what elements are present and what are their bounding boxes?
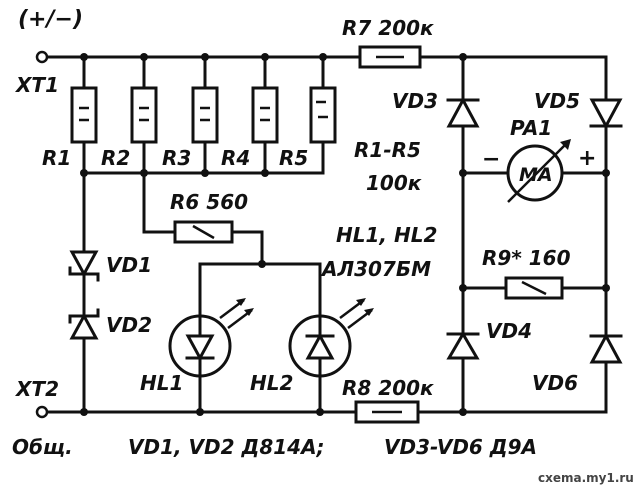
junction-dot — [140, 169, 148, 177]
led-type-label: АЛ307БМ — [320, 257, 431, 281]
junction-dot — [201, 53, 209, 61]
pa1-label: PA1 — [510, 116, 552, 140]
hl2-label: HL2 — [250, 371, 293, 395]
hl1-label: HL1 — [140, 371, 183, 395]
r5-label: R5 — [279, 146, 308, 170]
vd4-label: VD4 — [486, 319, 532, 343]
polarity-label: (+/−) — [18, 7, 83, 32]
adjustable-arrow-icon — [507, 142, 568, 203]
resistor-r7 — [358, 45, 422, 69]
resistor-r5 — [309, 86, 337, 144]
note-vd1-vd2: VD1, VD2 Д814А; — [128, 435, 325, 459]
meter-minus-label: − — [482, 147, 500, 172]
diode-vd6 — [589, 332, 623, 364]
vd1-label: VD1 — [106, 253, 152, 277]
vd2-label: VD2 — [106, 313, 152, 337]
note-vd3-vd6: VD3-VD6 Д9А — [384, 435, 537, 459]
junction-dot — [459, 53, 467, 61]
diode-vd4 — [446, 331, 480, 360]
meter-unit-label: MA — [519, 164, 553, 186]
junction-dot — [261, 169, 269, 177]
watermark: cxema.my1.ru — [538, 471, 634, 485]
resistor-r2 — [130, 86, 158, 144]
junction-dot — [201, 169, 209, 177]
junction-dot — [258, 260, 266, 268]
common-label: Общ. — [12, 435, 73, 459]
resistor-r6 — [173, 220, 234, 244]
r9-label: R9* 160 — [482, 246, 571, 270]
led-group-label: HL1, HL2 — [336, 223, 437, 247]
r8-label: R8 200к — [342, 376, 434, 400]
resistor-r3 — [191, 86, 219, 144]
vd5-label: VD5 — [534, 89, 580, 113]
junction-dot — [80, 169, 88, 177]
meter-plus-label: + — [578, 146, 596, 171]
led-hl2 — [288, 298, 374, 378]
zener-diode-vd2 — [68, 308, 100, 340]
vd3-label: VD3 — [392, 89, 438, 113]
diode-vd5 — [589, 98, 623, 130]
junction-dot — [261, 53, 269, 61]
vd6-label: VD6 — [532, 371, 578, 395]
r6-label: R6 560 — [170, 190, 248, 214]
terminal-xt2 — [35, 405, 49, 419]
resistor-r9 — [504, 276, 564, 300]
r1-r5-value-label: 100к — [366, 171, 422, 195]
junction-dot — [602, 284, 610, 292]
resistor-bank — [70, 86, 337, 144]
light-emission-arrows-icon — [339, 298, 374, 329]
zener-diode-vd1 — [68, 250, 100, 282]
resistor-r8 — [354, 400, 420, 424]
junction-dot — [459, 284, 467, 292]
r4-label: R4 — [221, 146, 250, 170]
r2-label: R2 — [101, 146, 130, 170]
resistor-r4 — [251, 86, 279, 144]
light-emission-arrows-icon — [219, 298, 254, 329]
r1-r5-range-label: R1-R5 — [354, 138, 421, 162]
r1-label: R1 — [42, 146, 71, 170]
junction-dot — [80, 53, 88, 61]
junction-dot — [316, 408, 324, 416]
junction-dot — [602, 169, 610, 177]
milliammeter-pa1 — [506, 139, 571, 203]
xt2-label: XT2 — [14, 377, 59, 401]
junction-dot — [196, 408, 204, 416]
labels: (+/−) XT1 XT2 Общ. R1 R2 R3 R4 R5 R1-R5 … — [12, 7, 596, 459]
junction-dot — [319, 53, 327, 61]
r7-label: R7 200к — [342, 16, 434, 40]
junction-dot — [80, 408, 88, 416]
junction-dots — [80, 53, 610, 416]
led-hl1 — [168, 298, 254, 378]
r3-label: R3 — [162, 146, 191, 170]
resistor-r1 — [70, 86, 98, 144]
junction-dot — [459, 169, 467, 177]
junction-dot — [140, 53, 148, 61]
diode-vd3 — [446, 96, 480, 128]
xt1-label: XT1 — [14, 73, 59, 97]
junction-dot — [459, 408, 467, 416]
terminal-xt1 — [35, 50, 49, 64]
